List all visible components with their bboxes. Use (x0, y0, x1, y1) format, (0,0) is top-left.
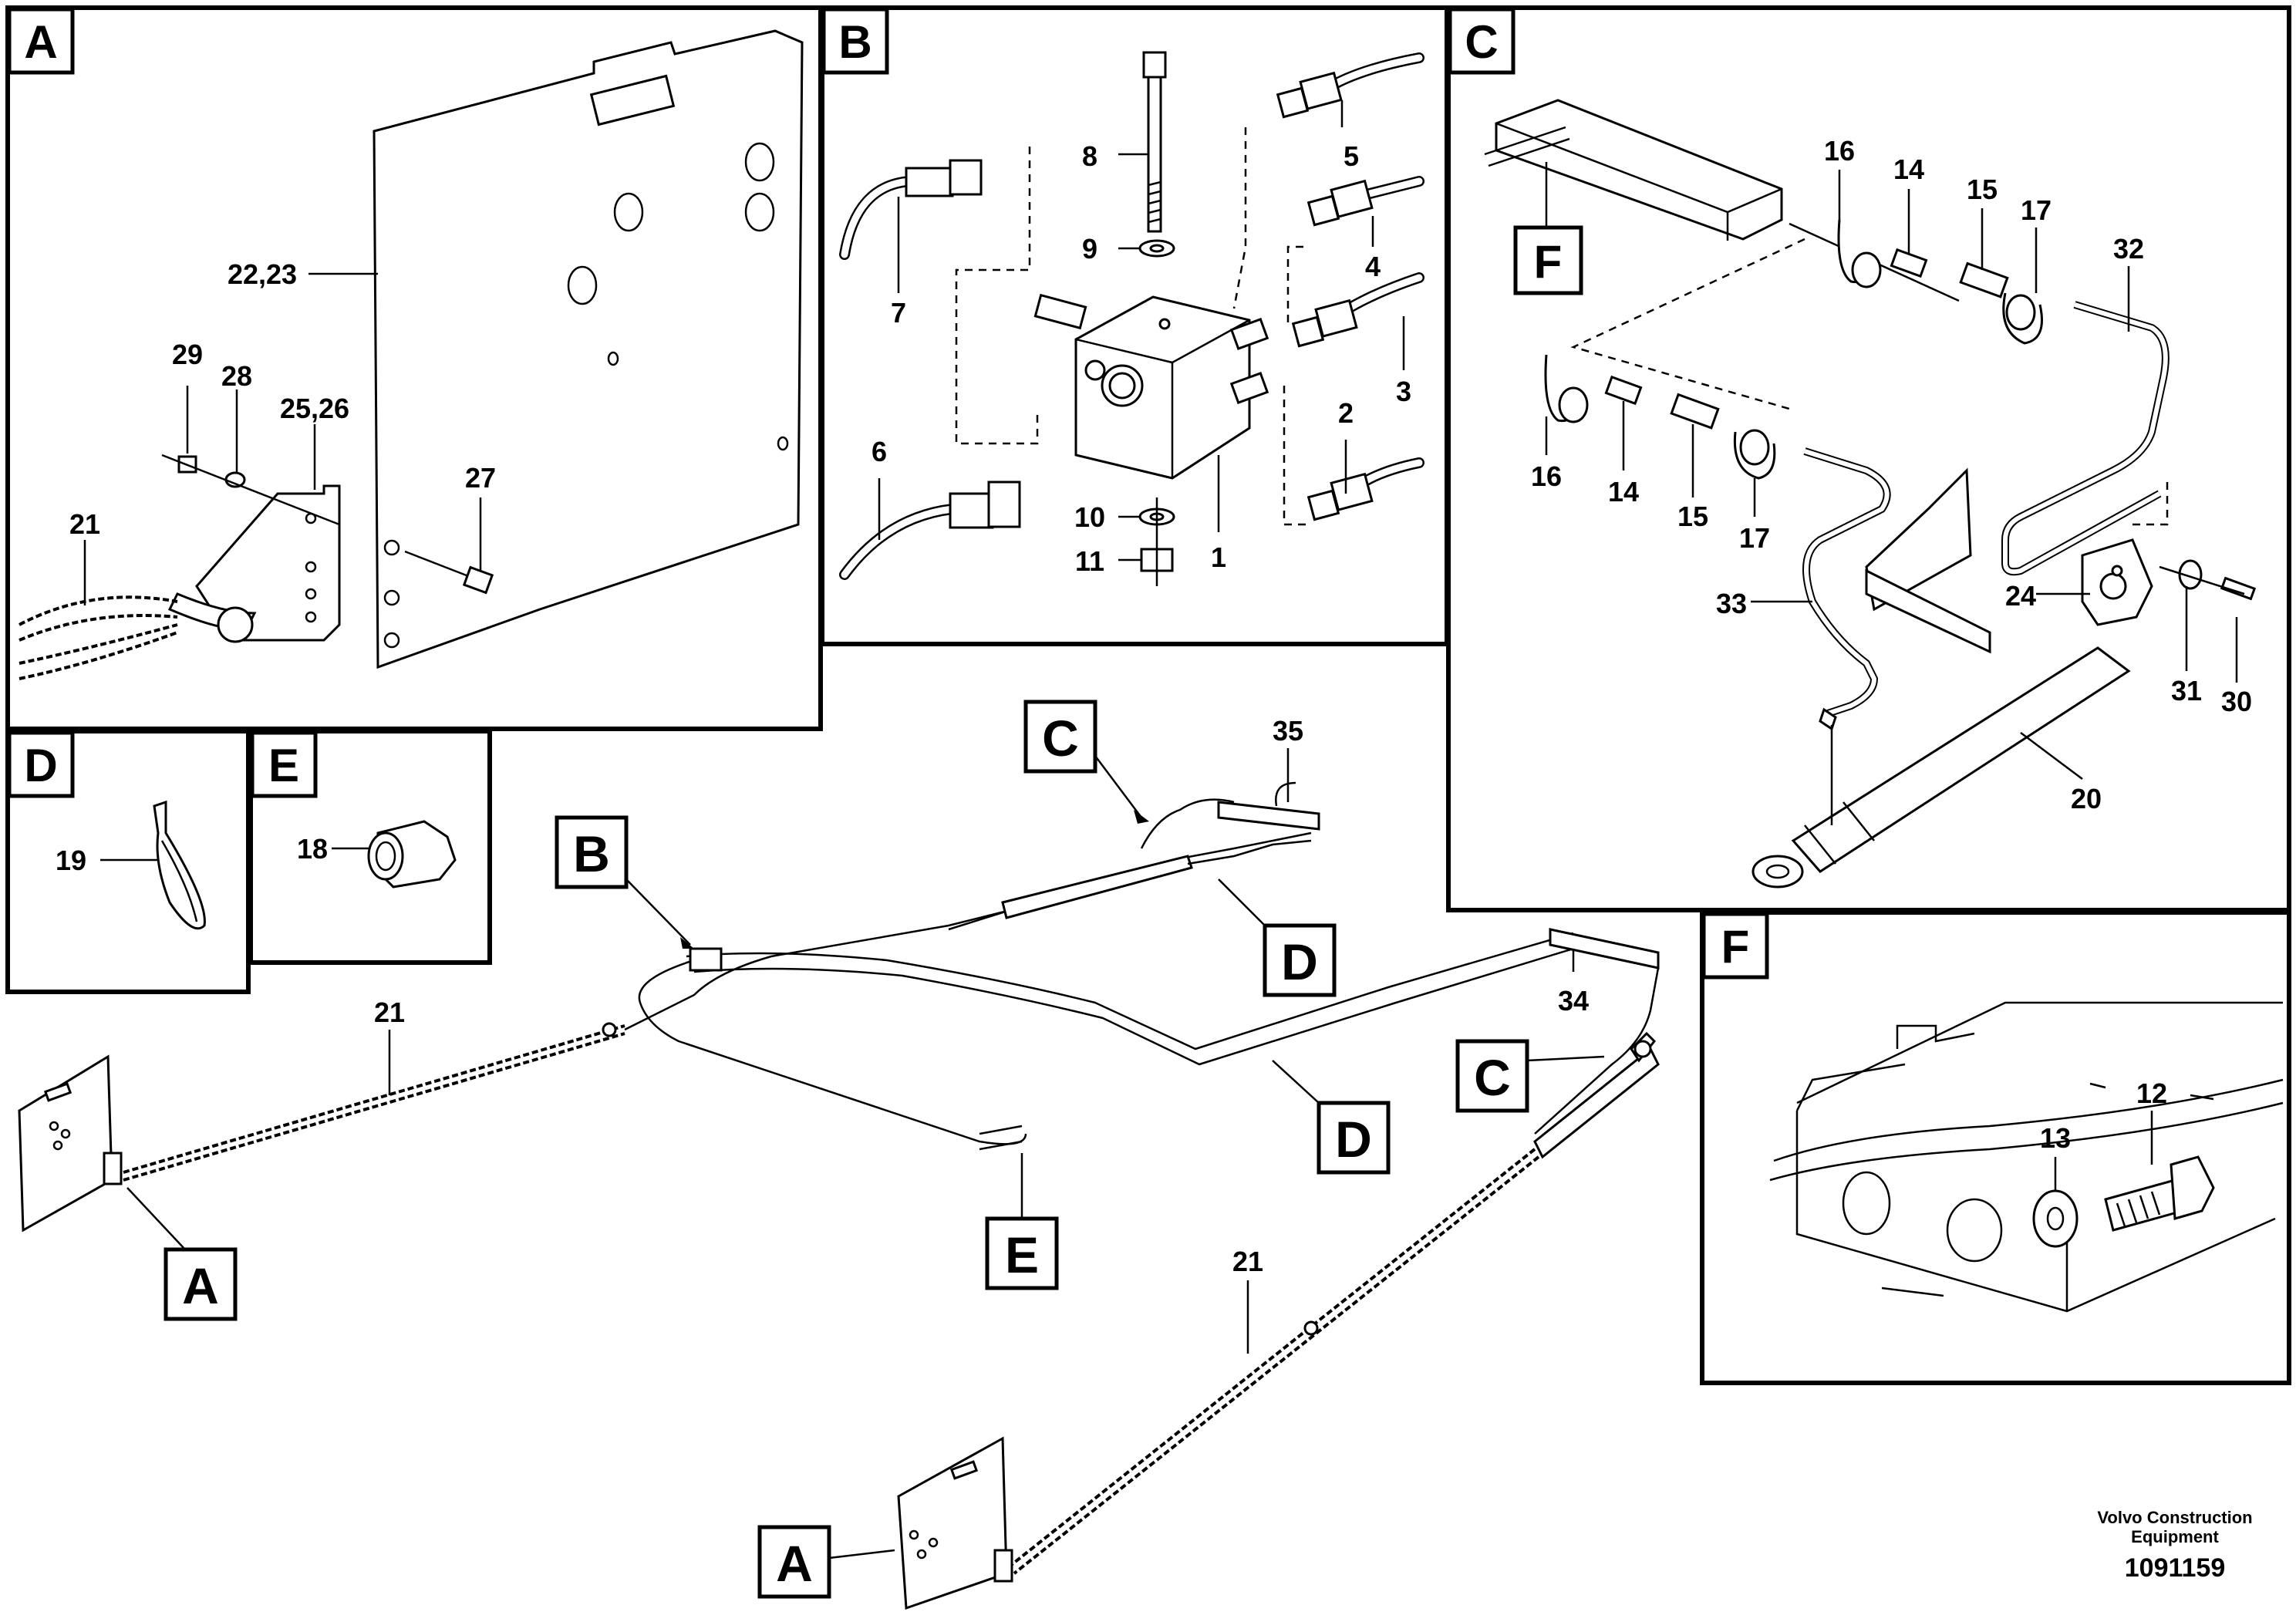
label-19: 19 (56, 845, 86, 876)
label-35: 35 (1273, 715, 1303, 747)
label-10: 10 (1074, 501, 1105, 533)
panel-f-tag: F (1721, 921, 1750, 973)
panel-f: F 13 12 (1700, 910, 2291, 1385)
panel-c-tag: C (1465, 16, 1498, 68)
label-17-bottom: 17 (1739, 522, 1770, 554)
label-21: 21 (69, 508, 100, 540)
label-3: 3 (1396, 376, 1411, 407)
hose-3 (1291, 272, 1424, 348)
callout-c-upper: C (1042, 710, 1079, 767)
label-28: 28 (221, 360, 252, 392)
cylinder (1791, 646, 2131, 873)
hose-5 (1276, 52, 1424, 119)
label-15-top: 15 (1967, 174, 1998, 205)
panel-a-tag: A (24, 16, 57, 68)
label-2: 2 (1338, 397, 1354, 429)
footer: Volvo Construction Equipment 1091159 (2097, 1508, 2252, 1583)
label-12: 12 (2136, 1077, 2167, 1109)
label-31: 31 (2171, 675, 2202, 706)
label-14-top: 14 (1893, 153, 1924, 185)
label-11: 11 (1075, 545, 1104, 577)
label-9: 9 (1082, 233, 1097, 265)
panel-e: E 18 (248, 729, 492, 965)
label-30: 30 (2221, 686, 2252, 717)
label-20: 20 (2071, 783, 2102, 814)
callout-a-right: A (776, 1535, 813, 1592)
callout-e: E (1005, 1226, 1039, 1283)
label-27: 27 (465, 462, 496, 494)
label-21-right: 21 (1232, 1246, 1263, 1277)
label-25-26: 25,26 (280, 393, 349, 424)
callout-d-upper: D (1281, 933, 1318, 990)
label-1: 1 (1211, 541, 1226, 573)
panel-c: C F (1446, 5, 2291, 912)
panel-a: A (5, 5, 823, 731)
label-17-top: 17 (2021, 194, 2052, 226)
panel-d-tag: D (24, 740, 57, 791)
company-line-2: Equipment (2131, 1527, 2219, 1546)
callout-a-left: A (182, 1257, 219, 1314)
label-7: 7 (891, 297, 906, 329)
cable-tie (153, 800, 206, 930)
hose-2 (1306, 457, 1424, 521)
hose-7 (839, 159, 983, 260)
panel-b: B (820, 5, 1449, 646)
callout-d-lower: D (1335, 1111, 1372, 1168)
label-4: 4 (1365, 251, 1381, 282)
hose-6 (839, 481, 1021, 580)
callout-b: B (573, 825, 610, 882)
company-line-1: Volvo Construction (2097, 1508, 2252, 1527)
label-16-top: 16 (1824, 135, 1855, 167)
label-5: 5 (1344, 140, 1359, 172)
label-22-23: 22,23 (228, 258, 297, 290)
panel-e-tag: E (268, 740, 299, 791)
callout-c-lower: C (1474, 1049, 1511, 1106)
label-24: 24 (2005, 580, 2036, 612)
panel-b-tag: B (838, 16, 872, 68)
figure-number: 1091159 (2125, 1553, 2226, 1583)
label-6: 6 (872, 436, 887, 467)
overview-assembly: C B D D E A C A 35 21 34 21 (18, 700, 1660, 1610)
label-34: 34 (1558, 985, 1589, 1017)
label-14-bottom: 14 (1608, 476, 1639, 508)
label-16-bottom: 16 (1531, 460, 1562, 492)
label-32: 32 (2113, 233, 2144, 265)
label-15-bottom: 15 (1677, 501, 1708, 532)
label-18: 18 (297, 833, 328, 865)
label-21-left: 21 (374, 996, 405, 1028)
inset-f-tag: F (1534, 236, 1563, 288)
label-13: 13 (2040, 1122, 2071, 1154)
label-8: 8 (1082, 140, 1097, 172)
panel-d: D 19 (5, 729, 251, 994)
label-29: 29 (172, 339, 203, 370)
hose-4 (1306, 176, 1424, 227)
valve-block (1074, 295, 1251, 480)
label-33: 33 (1716, 588, 1747, 619)
bracket (195, 484, 341, 642)
